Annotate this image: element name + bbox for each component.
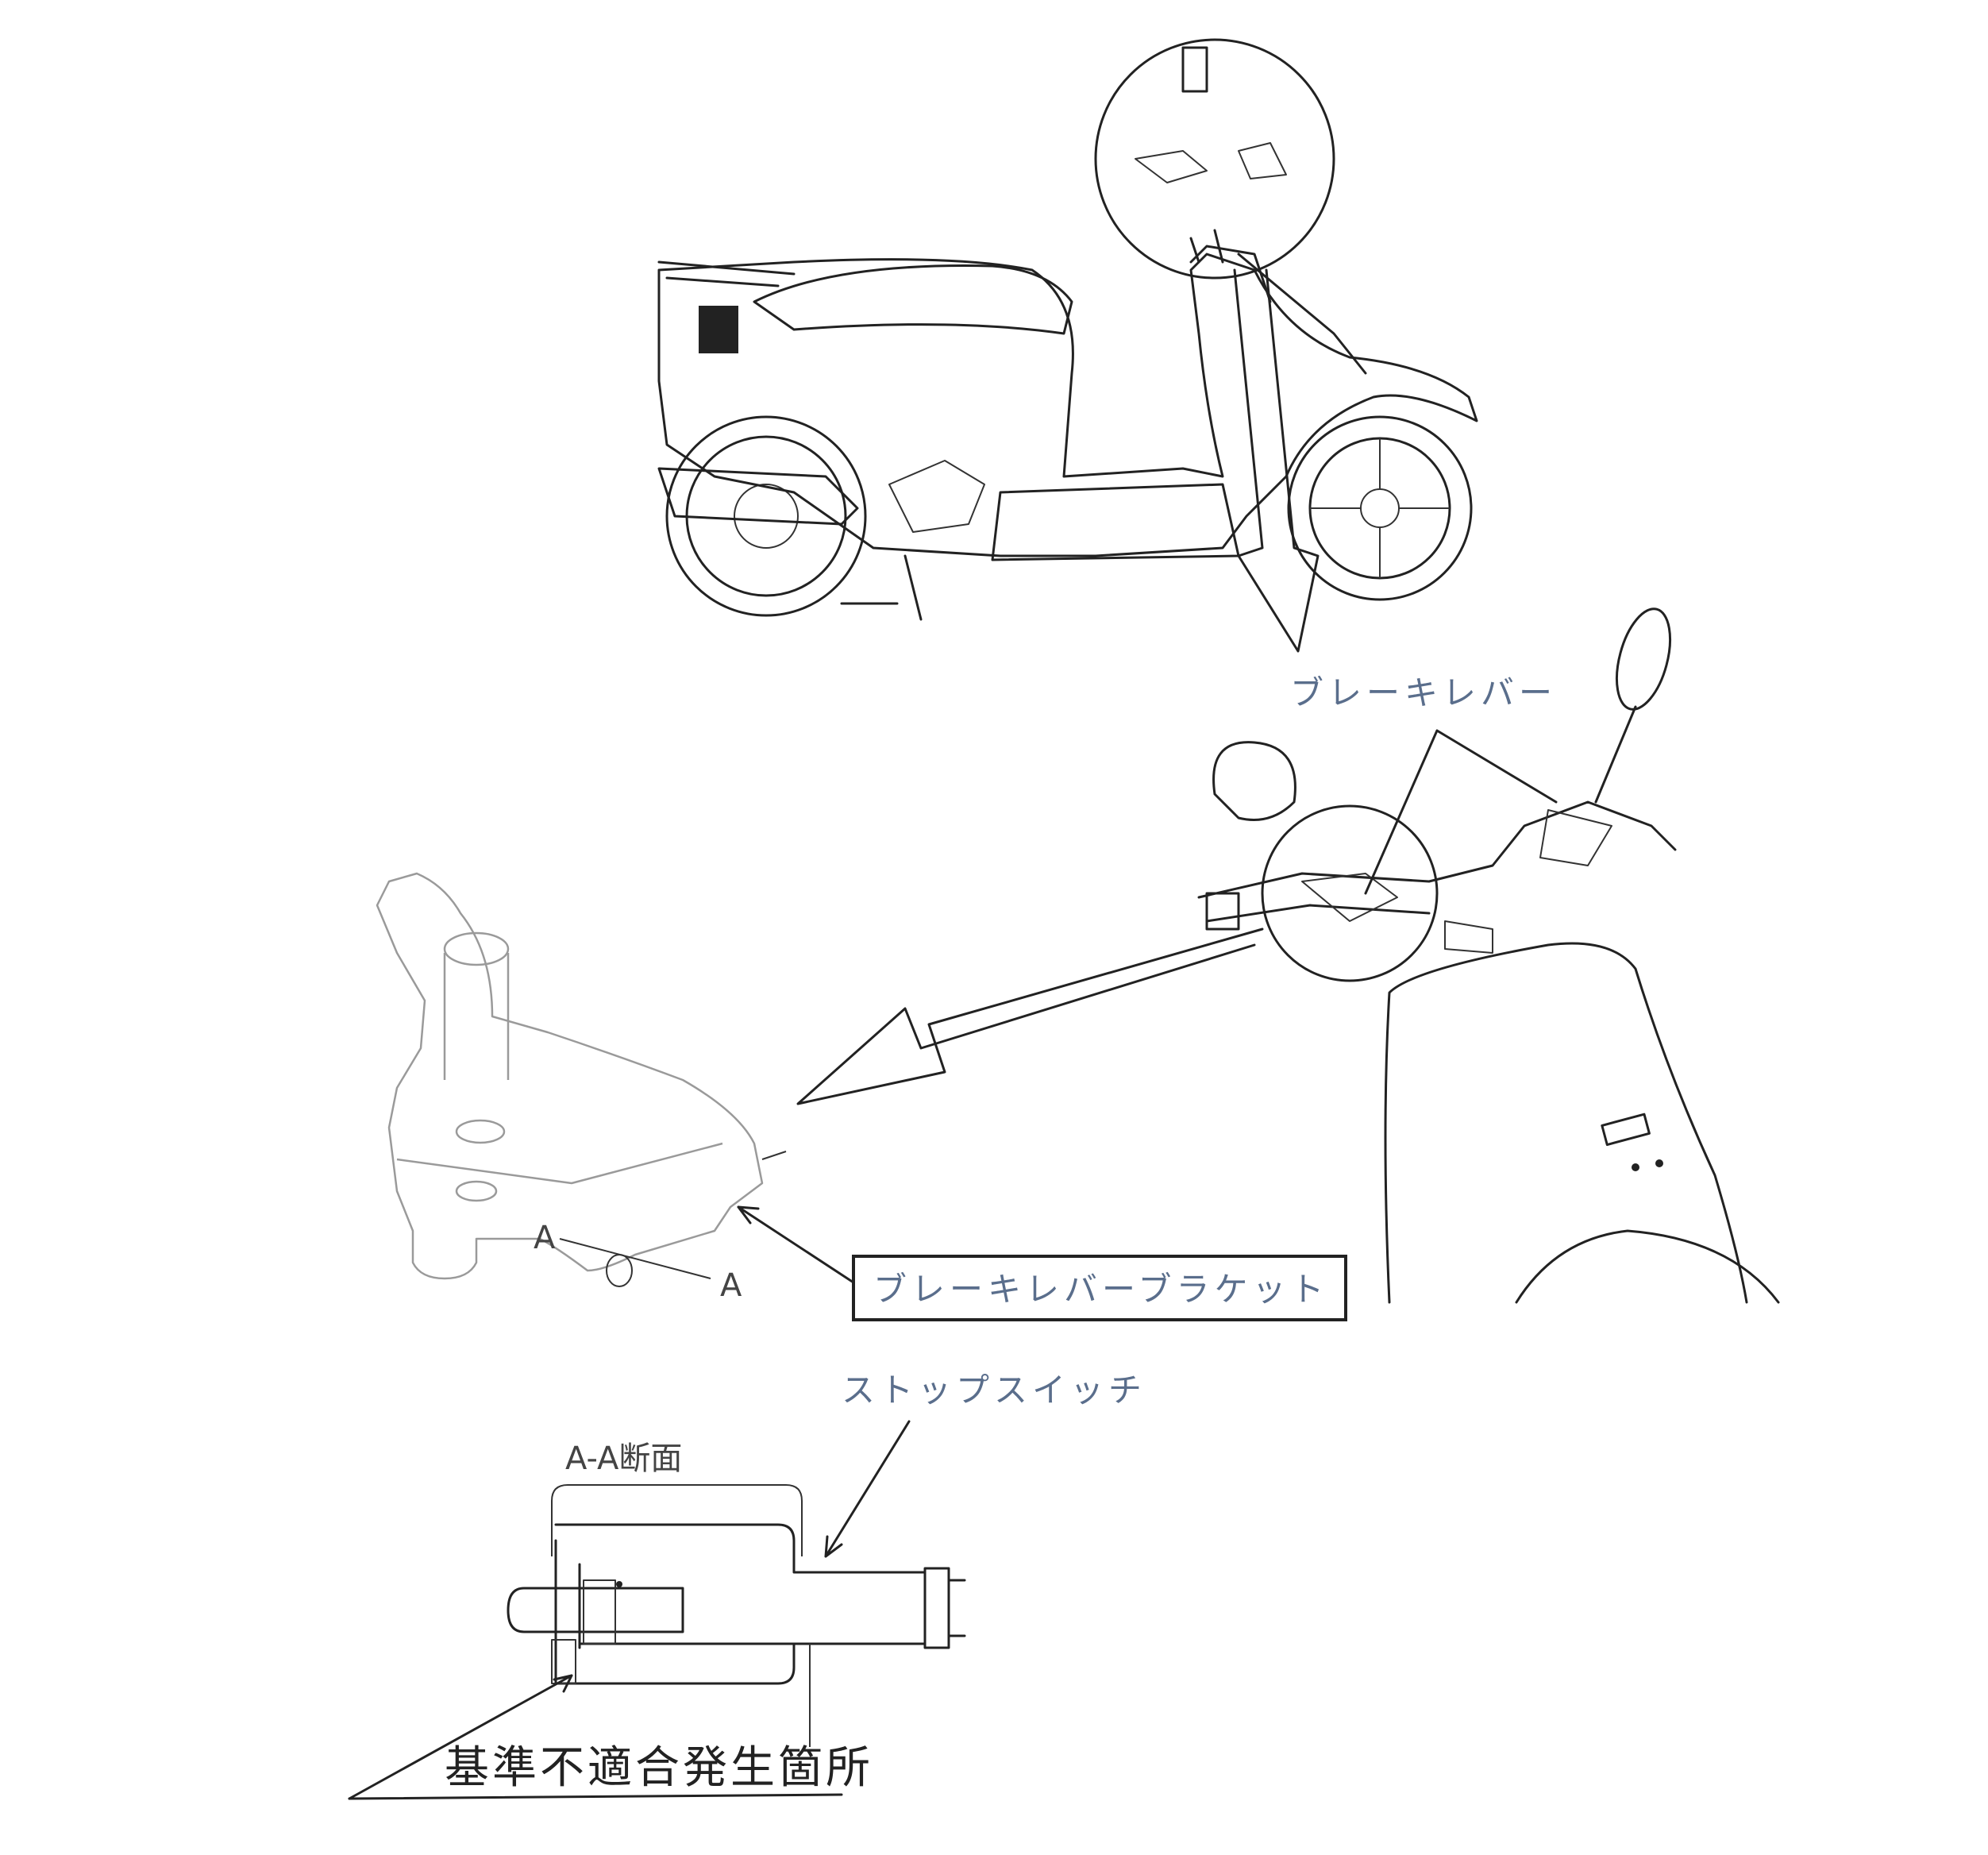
arrow-scooter-to-handlebar <box>1233 268 1320 653</box>
section-title: A-A断面 <box>565 1440 682 1477</box>
section-marks: A A <box>534 1220 742 1304</box>
stop-switch-label: ストップスイッチ <box>842 1371 1146 1410</box>
brake-lever-detail-circle <box>1261 804 1439 982</box>
handlebar-illustration <box>1197 607 1780 1304</box>
brake-lever-callout: ブレーキレバー <box>1290 673 1558 895</box>
front-wheel <box>1287 415 1473 601</box>
front-cowl <box>1384 942 1748 1304</box>
nonconformity-location-label: 基準不適合発生箇所 <box>445 1742 873 1794</box>
brake-lever-bracket-label: ブレーキレバーブラケット <box>873 1270 1328 1309</box>
handlebar-detail-circle <box>1094 38 1335 280</box>
bracket-label-box <box>852 1255 1347 1321</box>
scooter-illustration <box>657 245 1478 621</box>
section-view: A-A断面 <box>507 1440 966 1747</box>
stop-switch-callout: ストップスイッチ <box>824 1371 1146 1558</box>
arrow-handlebar-to-bracket <box>796 928 1264 1105</box>
scooter-body <box>657 253 1478 557</box>
scooter-seat <box>753 264 1073 335</box>
bracket-illustration <box>376 872 787 1287</box>
bracket-callout: ブレーキレバーブラケット <box>737 1205 1347 1321</box>
section-marker-a-left: A <box>534 1220 556 1256</box>
section-marker-a-right: A <box>720 1267 742 1304</box>
brake-lever-label: ブレーキレバー <box>1290 673 1557 712</box>
nonconformity-callout: 基準不適合発生箇所 <box>348 1674 873 1800</box>
